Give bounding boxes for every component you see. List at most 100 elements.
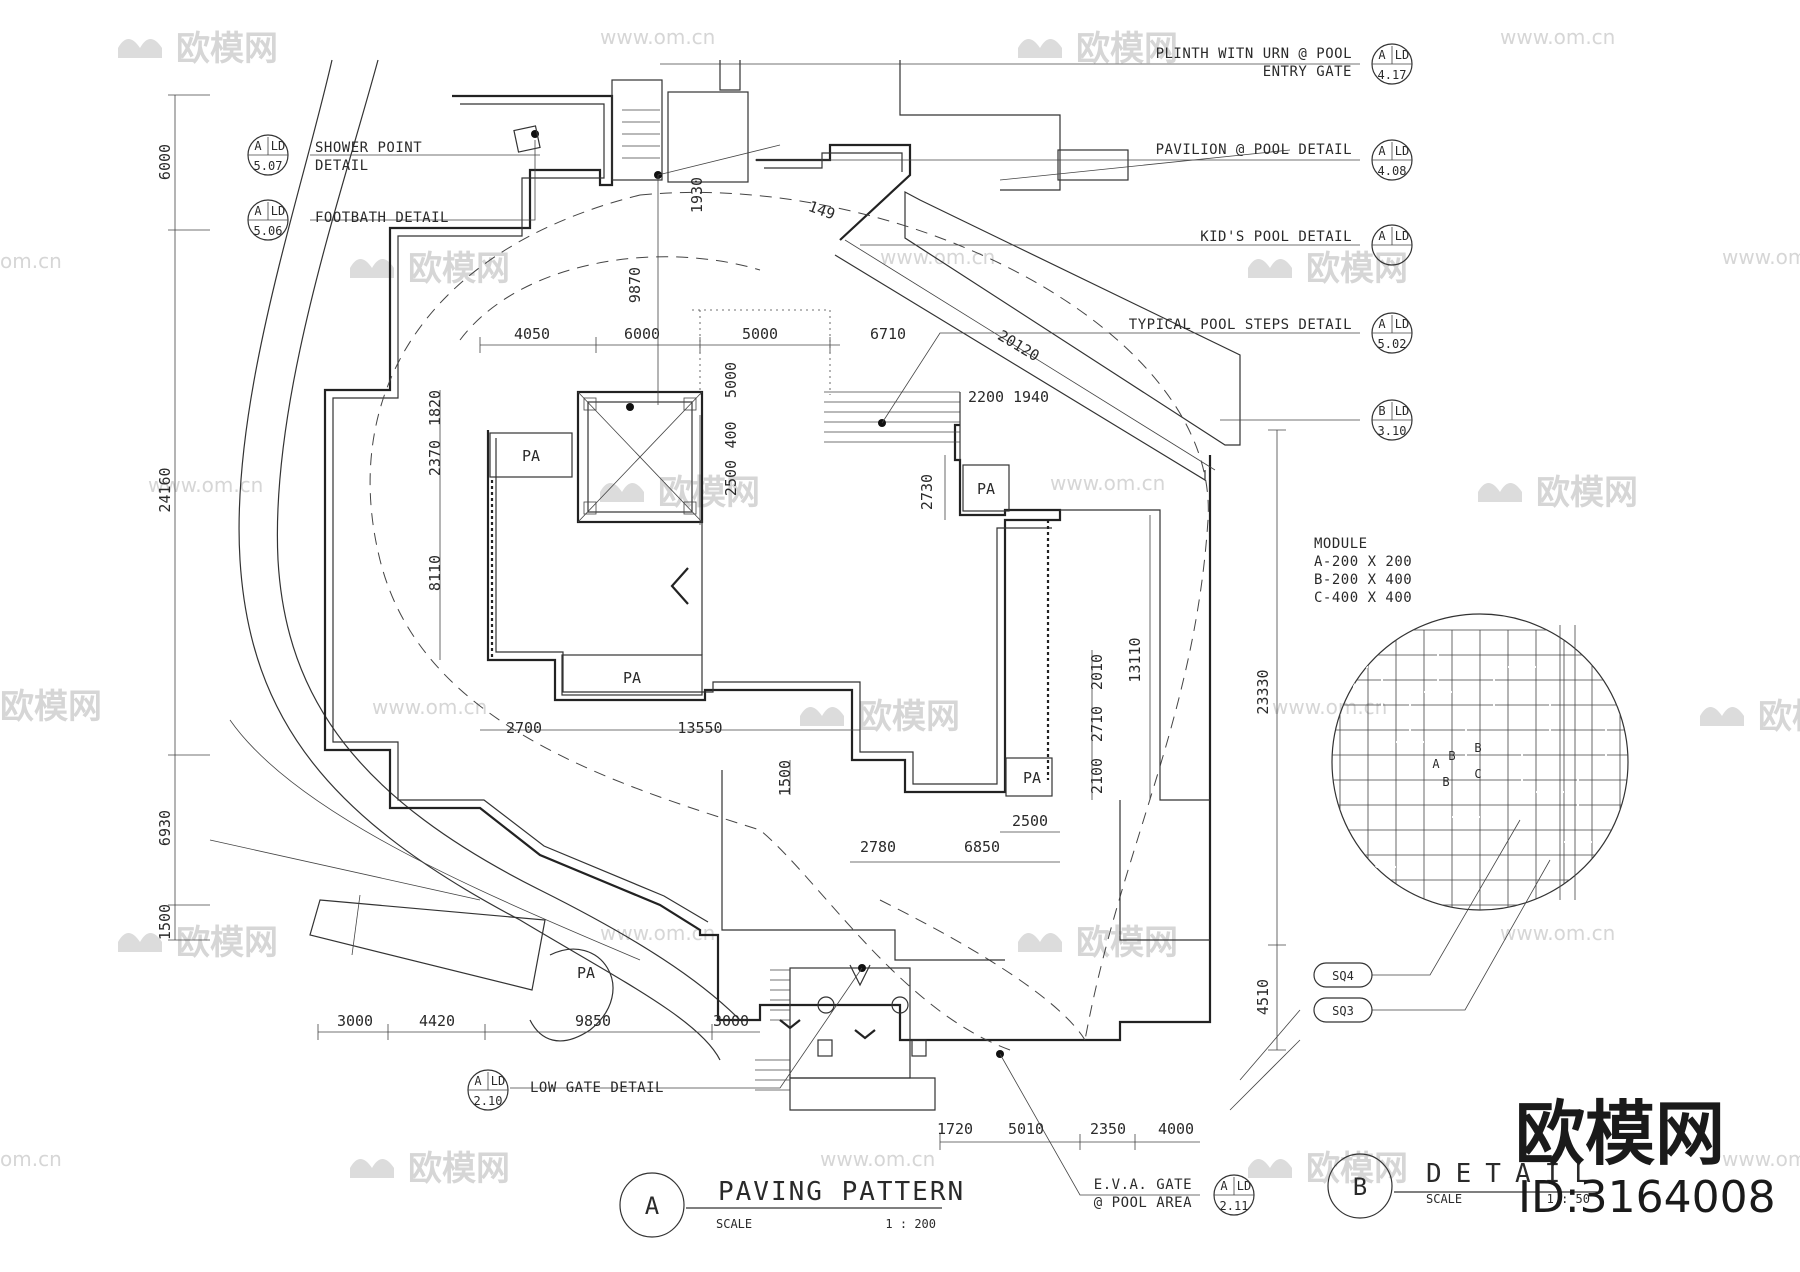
callout-sheet: A (1378, 144, 1386, 158)
callout-tags: PLINTH WITN URN @ POOL ENTRY GATE A LD 4… (247, 43, 1413, 1216)
sq4-leader (1372, 819, 1521, 976)
watermark-tile: 欧模网 (350, 249, 510, 289)
module-letter: C (1474, 767, 1481, 781)
brand-stamp-name: 欧模网 (1515, 1093, 1725, 1175)
dim-misc: 2200 (968, 388, 1004, 406)
dim-misc: 4510 (1254, 979, 1272, 1015)
watermark-url: www.om.cn (1722, 1147, 1800, 1171)
site-plan (168, 59, 1629, 1196)
dim-top: 5000 (742, 325, 778, 343)
callout-ref: 5.02 (1378, 337, 1407, 351)
callout-ref: 5.06 (254, 224, 283, 238)
tag-sq4-label: SQ4 (1332, 969, 1354, 983)
callout-ref: 3.10 (1378, 424, 1407, 438)
module-letter: B (1448, 749, 1455, 763)
dim-bottom-left: 9850 (575, 1012, 611, 1030)
watermark-url: www.om.cn (880, 245, 995, 269)
structure-top-a (611, 79, 663, 181)
watermark-tile: 欧模网 (1478, 473, 1638, 513)
brand-stamp-id: ID:3164008 (1518, 1172, 1776, 1223)
callout-series: LD (271, 204, 285, 218)
dim-misc: 2710 (1088, 706, 1106, 742)
callout-eva-gate: E.V.A. GATE @ POOL AREA A LD 2.11 (1094, 1174, 1255, 1216)
structure-top-b (667, 91, 749, 183)
watermark-url: www.om.cn (1500, 25, 1615, 49)
watermark-brand: 欧模网 (1758, 697, 1800, 737)
callout-ref: 4.17 (1378, 68, 1407, 82)
watermark-url: www.om.cn (372, 695, 487, 719)
dim-left: 6930 (156, 810, 174, 846)
dim-misc: 23330 (1254, 669, 1272, 714)
callout-sheet: A (254, 204, 262, 218)
title-a-text: PAVING PATTERN (718, 1177, 965, 1207)
dim-misc: 13110 (1126, 637, 1144, 682)
callout-label: LOW GATE DETAIL (530, 1080, 664, 1096)
callout-series: LD (1395, 144, 1409, 158)
bottom-gate (755, 964, 936, 1111)
title-block-b: B DETAIL SCALE 1 : 50 (1327, 1153, 1600, 1219)
module-letter: B (1474, 741, 1481, 755)
watermark-url: www.om.cn (600, 25, 715, 49)
callout-label: KID'S POOL DETAIL (1200, 229, 1352, 245)
pavilion-inner (764, 152, 903, 172)
dim-misc: 2010 (1088, 654, 1106, 690)
watermark-url: www.om.cn (1272, 695, 1387, 719)
callout-label: PLINTH WITN URN @ POOL (1156, 46, 1352, 62)
shower-point-symbol (513, 125, 541, 153)
callout-footbath: A LD 5.06 FOOTBATH DETAIL (247, 199, 448, 241)
dim-bottom-right: 1720 (937, 1120, 973, 1138)
lower-left-building (309, 899, 546, 991)
pa-box-top-right (962, 464, 1010, 512)
watermark-brand: 欧模网 (176, 29, 278, 69)
dim-misc: 2780 (860, 838, 896, 856)
callout-sheet: A (254, 139, 262, 153)
watermark-tile: 欧模网 (800, 697, 960, 737)
dim-misc: 1820 (426, 390, 444, 426)
dim-left: 1500 (156, 904, 174, 940)
watermark-brand: 欧模网 (408, 249, 510, 289)
dim-bottom-right: 4000 (1158, 1120, 1194, 1138)
diagonal-edge-mid (844, 239, 1216, 471)
dim-misc: 8110 (426, 555, 444, 591)
title-a-marker: A (645, 1192, 660, 1220)
callout-sheet: B (1378, 404, 1385, 418)
dim-bottom-right: 5010 (1008, 1120, 1044, 1138)
dim-misc: 2730 (918, 474, 936, 510)
dim-misc: 6850 (964, 838, 1000, 856)
callout-sheet: A (1378, 229, 1386, 243)
callout-sheet: A (1220, 1179, 1228, 1193)
module-legend: MODULE A-200 X 200 B-200 X 400 C-400 X 4… (1313, 536, 1482, 1023)
title-block-a: A PAVING PATTERN SCALE 1 : 200 (619, 1172, 965, 1238)
watermark-tile: 欧模网 (1700, 697, 1800, 737)
callout-sheet: A (474, 1074, 482, 1088)
hatched-pool-edge (904, 191, 1241, 446)
dashed-pool-inner (459, 256, 1086, 1041)
right-diagonal-b (1229, 1039, 1301, 1111)
watermark-tile: 欧模网 (1248, 249, 1408, 289)
watermark-url: www.om.cn (148, 473, 263, 497)
dim-bottom-left: 3000 (713, 1012, 749, 1030)
watermark-url: om.cn (0, 249, 62, 273)
callout-series: LD (1395, 48, 1409, 62)
watermark-partial: 欧模网 (0, 687, 102, 727)
title-a-scale-value: 1 : 200 (885, 1217, 936, 1231)
dim-misc: 2500 (1012, 812, 1048, 830)
sq3-leader (1372, 859, 1551, 1011)
callout-shower-point: A LD 5.07 SHOWER POINT DETAIL (247, 134, 422, 176)
callout-kids-pool: KID'S POOL DETAIL A LD (1200, 224, 1413, 266)
dim-top: 20120 (995, 326, 1043, 365)
watermark-tile: 欧模网 (350, 1149, 510, 1189)
dim-bottom-right: 2350 (1090, 1120, 1126, 1138)
tag-sq4 (1313, 962, 1373, 988)
kids-pool-corner-a (583, 397, 597, 411)
title-b-scale-value: 1 : 50 (1547, 1192, 1590, 1206)
dim-misc: 1500 (776, 760, 794, 796)
dim-misc: 2370 (426, 440, 444, 476)
dim-top: 6000 (624, 325, 660, 343)
callout-ref: 4.08 (1378, 164, 1407, 178)
dim-top-vertical: 400 (722, 421, 740, 448)
main-pool-inner (495, 438, 1052, 785)
watermark-tile: 欧模网 (1248, 1149, 1408, 1189)
callout-label: E.V.A. GATE (1094, 1177, 1192, 1193)
curve-road-inner (276, 59, 741, 1021)
